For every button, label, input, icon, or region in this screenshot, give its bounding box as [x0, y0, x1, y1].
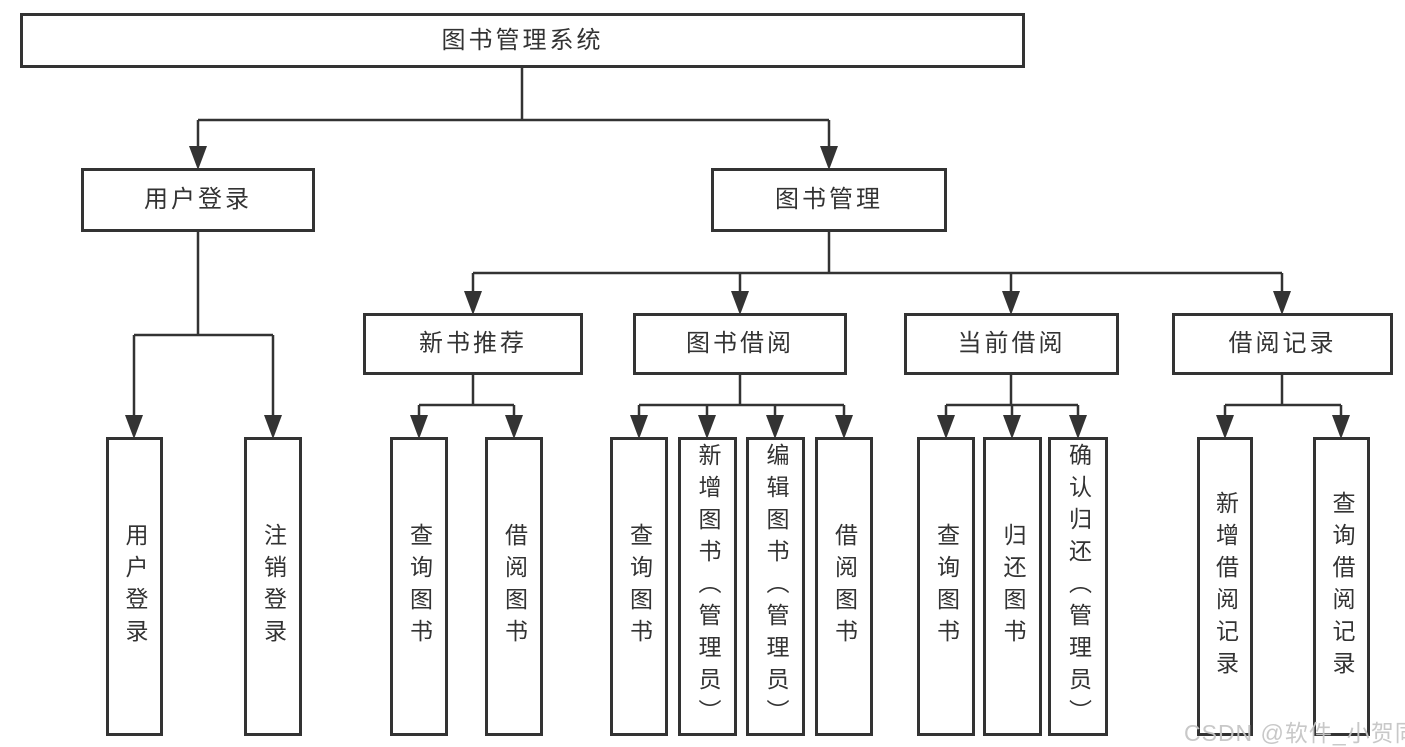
connector-bookmgmt-to-level3 — [473, 232, 1282, 275]
node-br-query-record: 查询借阅记录 — [1313, 437, 1370, 736]
connector-userlogin-to-children — [134, 232, 273, 337]
arrowhead-icon — [1069, 415, 1087, 439]
node-label: 注销登录 — [260, 522, 287, 651]
node-user-login-module: 用户登录 — [81, 168, 315, 232]
arrowhead-icon — [410, 415, 428, 439]
node-br-add-record: 新增借阅记录 — [1197, 437, 1253, 736]
node-rec-query-books: 查询图书 — [390, 437, 448, 736]
arrowhead-icon — [766, 415, 784, 439]
arrowhead-icon — [731, 291, 749, 315]
node-label: 查询图书 — [626, 522, 653, 651]
arrowhead-icon — [505, 415, 523, 439]
connector-currentborrow-to-children — [946, 375, 1078, 407]
arrowhead-icon — [630, 415, 648, 439]
node-cb-query-books: 查询图书 — [917, 437, 975, 736]
node-bb-query-books: 查询图书 — [610, 437, 668, 736]
arrowhead-icon — [1332, 415, 1350, 439]
node-label: 图书借阅 — [686, 330, 794, 357]
node-bb-add-books-admin: 新增图书（管理员） — [678, 437, 737, 736]
node-label: 图书管理系统 — [441, 26, 604, 54]
csdn-watermark: CSDN @软件_小贺同学 — [1184, 720, 1405, 746]
node-bb-edit-books-admin: 编辑图书（管理员） — [746, 437, 805, 736]
node-label: 新增图书（管理员） — [695, 442, 721, 731]
node-label: 用户登录 — [122, 522, 148, 651]
arrowhead-icon — [1003, 415, 1021, 439]
node-label: 查询借阅记录 — [1329, 490, 1355, 683]
node-bb-borrow-books: 借阅图书 — [815, 437, 873, 736]
node-label: 查询图书 — [933, 522, 960, 651]
node-cb-confirm-return-admin: 确认归还（管理员） — [1048, 437, 1108, 736]
node-label: 归还图书 — [1000, 522, 1026, 651]
node-rec-borrow-books: 借阅图书 — [485, 437, 543, 736]
node-label: 借阅记录 — [1228, 330, 1337, 357]
node-label: 用户登录 — [144, 186, 252, 213]
arrowhead-icon — [1273, 291, 1291, 315]
arrowhead-icon — [125, 415, 143, 439]
connector-root-to-level2 — [198, 68, 829, 122]
node-label: 借阅图书 — [831, 522, 858, 651]
node-label: 图书管理 — [775, 186, 883, 213]
node-new-book-recommend: 新书推荐 — [363, 313, 583, 375]
node-root-system: 图书管理系统 — [20, 13, 1025, 68]
arrowhead-icon — [937, 415, 955, 439]
arrowhead-icon — [820, 146, 838, 170]
arrowhead-icon — [835, 415, 853, 439]
node-cb-return-books: 归还图书 — [983, 437, 1042, 736]
node-label: 借阅图书 — [501, 522, 528, 651]
node-user-login-leaf: 用户登录 — [106, 437, 163, 736]
arrowhead-icon — [698, 415, 716, 439]
node-label: 编辑图书（管理员） — [763, 442, 789, 731]
node-book-borrow: 图书借阅 — [633, 313, 847, 375]
node-label: 确认归还（管理员） — [1065, 442, 1092, 731]
node-borrow-records: 借阅记录 — [1172, 313, 1393, 375]
arrowhead-icon — [189, 146, 207, 170]
arrowhead-icon — [1216, 415, 1234, 439]
node-book-management-module: 图书管理 — [711, 168, 947, 232]
node-current-borrow: 当前借阅 — [904, 313, 1119, 375]
node-label: 新书推荐 — [419, 330, 527, 357]
connector-newbookrec-to-children — [419, 375, 514, 407]
node-label: 查询图书 — [406, 522, 433, 651]
node-logout-leaf: 注销登录 — [244, 437, 302, 736]
node-label: 新增借阅记录 — [1212, 490, 1239, 683]
arrowhead-icon — [1002, 291, 1020, 315]
arrowhead-icon — [464, 291, 482, 315]
arrowhead-icon — [264, 415, 282, 439]
connector-borrowrecords-to-children — [1225, 375, 1341, 407]
node-label: 当前借阅 — [957, 330, 1066, 357]
connector-bookborrow-to-children — [639, 375, 844, 407]
